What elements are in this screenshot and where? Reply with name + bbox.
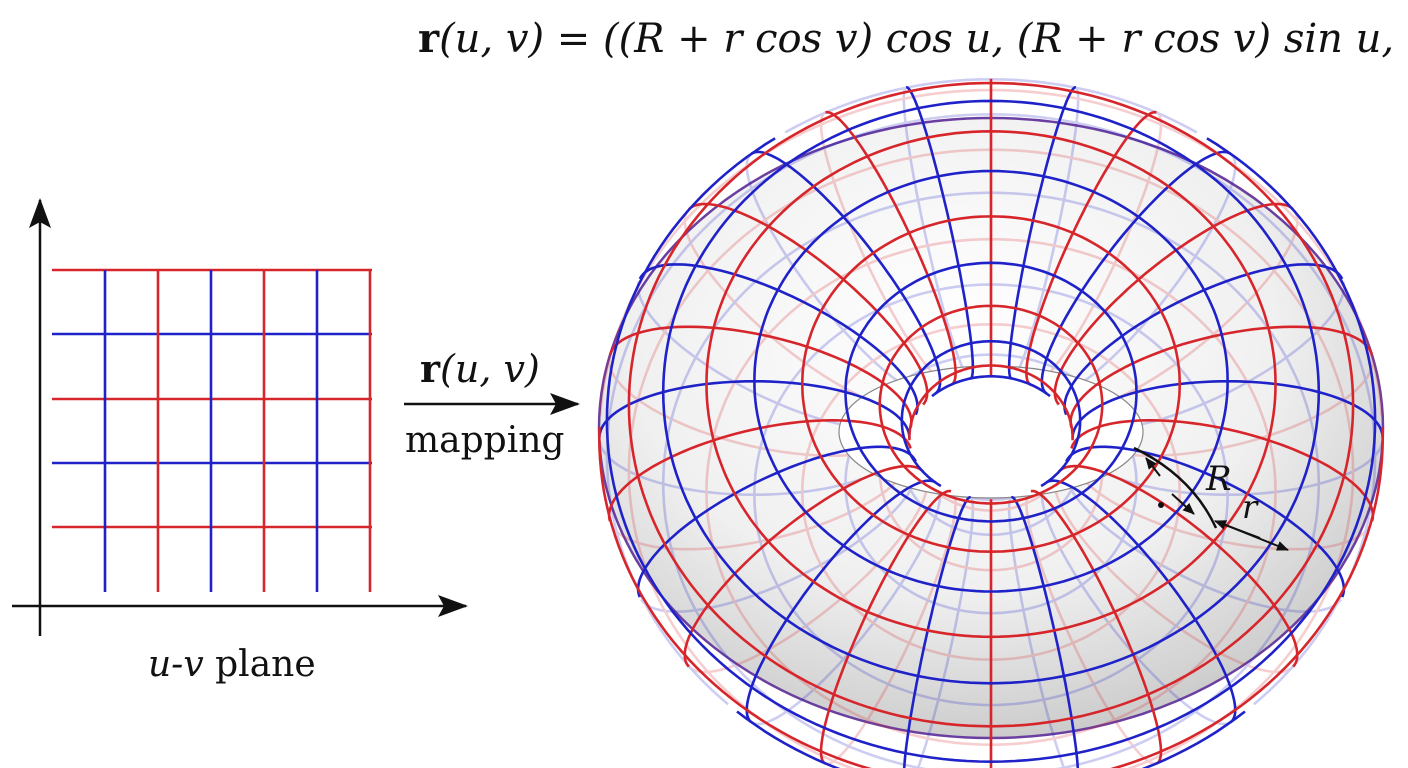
torus-parallel (878, 304, 1104, 505)
torus-parallel-hidden (661, 191, 1321, 768)
uv-grid (52, 268, 372, 592)
torus-parallel (908, 364, 1074, 441)
torus-meridian (1292, 654, 1299, 668)
torus-meridian (825, 110, 957, 386)
torus-parallel-hidden (605, 112, 1377, 706)
torus-parallel (1206, 137, 1377, 421)
torus-meridian (819, 489, 952, 752)
center-dot (1158, 502, 1164, 508)
formula-r-bold: r (418, 15, 440, 62)
mapping-function-label: r(u, v) (420, 346, 540, 391)
torus-parallel-hidden (844, 353, 1138, 615)
torus-parallel (661, 99, 1321, 685)
minor-radius-arrow-back (1214, 520, 1261, 539)
formula-args: (u, v) = (439, 16, 603, 62)
torus-parallel (900, 339, 1082, 488)
torus-meridian (1053, 202, 1294, 406)
torus-meridian (1070, 419, 1375, 516)
major-radius-arrow-end (1171, 493, 1195, 515)
formula-rhs: ((R + r cos v) cos u, (R + r cos v) sin … (603, 16, 1408, 62)
torus-meridian (1063, 263, 1344, 416)
torus-meridian (607, 419, 912, 516)
torus-meridian (1025, 110, 1157, 386)
torus-parallel (1040, 420, 1082, 488)
torus-meridian (905, 85, 975, 380)
torus-meridian-hidden (1053, 472, 1292, 674)
torus-parallel (736, 710, 1246, 768)
torus-parallel (844, 261, 1138, 523)
mapping-arrow: r(u, v) mapping (404, 346, 580, 461)
torus-parallel-hidden (753, 283, 1229, 707)
torus-parallel (931, 375, 1051, 398)
mapping-args: (u, v) (440, 347, 540, 391)
torus-meridian (1058, 464, 1299, 655)
torus-meridian (636, 445, 917, 590)
mapping-r-bold: r (420, 346, 441, 391)
torus-meridian (1030, 489, 1163, 752)
uv-plane: u-v plane (12, 198, 468, 685)
torus-meridian (683, 464, 924, 655)
torus-meridian-hidden (902, 98, 971, 381)
torus-formula: r(u, v) = ((R + r cos v) cos u, (R + r c… (418, 15, 1408, 62)
torus-parallel (705, 129, 1277, 639)
torus-meridian (1045, 479, 1237, 711)
torus-parallel-hidden (800, 322, 1181, 661)
uv-caption-variables: u-v (148, 644, 204, 685)
torus-meridian (1007, 85, 1077, 380)
torus-meridian-hidden (1007, 497, 1066, 768)
major-radius-arc (1133, 446, 1218, 529)
torus-parallel (753, 169, 1229, 593)
torus-parallel (605, 137, 1377, 764)
torus-meridian-hidden (916, 497, 975, 768)
torus-parallel-hidden (627, 148, 1355, 768)
torus-parallel (800, 215, 1181, 554)
uv-plane-caption: u-v plane (148, 644, 316, 685)
torus-meridian (683, 654, 690, 668)
major-radius-arrow (1145, 457, 1161, 477)
torus-parallel (627, 81, 1355, 728)
torus-meridian (1065, 445, 1346, 590)
torus-meridian (745, 479, 937, 711)
torus-parallel (597, 427, 1384, 768)
uv-caption-word: plane (204, 644, 316, 685)
torus-meridian (902, 495, 971, 768)
torus-meridian-hidden (1011, 98, 1080, 381)
torus-meridian-hidden (690, 472, 929, 674)
torus: R r (597, 77, 1385, 768)
torus-gridlines (597, 78, 1384, 768)
torus-meridian (638, 263, 919, 416)
torus-meridian (1011, 495, 1080, 768)
minor-radius-label: r (1242, 488, 1259, 526)
major-radius-label: R (1205, 459, 1232, 499)
radius-annotation: R r (1133, 446, 1289, 551)
mapping-word: mapping (405, 420, 564, 461)
torus-meridian (688, 202, 929, 406)
